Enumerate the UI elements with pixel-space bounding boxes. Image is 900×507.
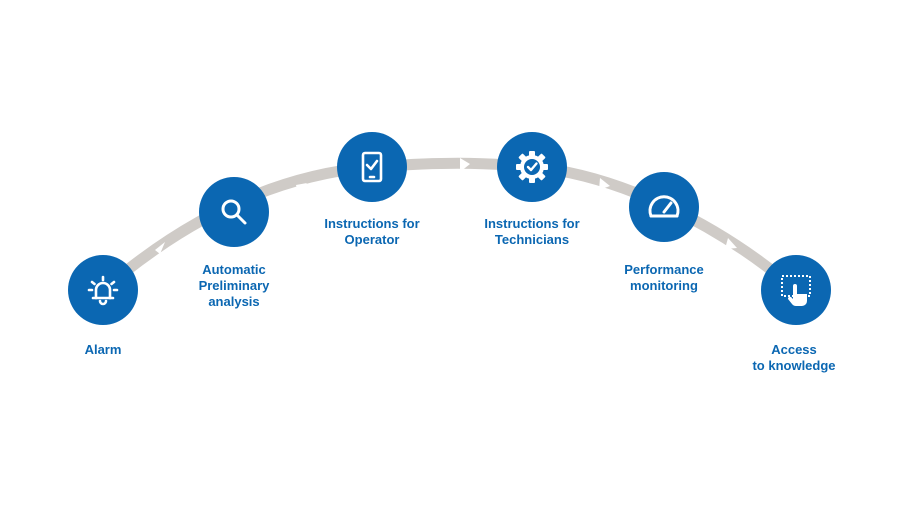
- arc-chevrons: [155, 158, 737, 254]
- step-technicians-node: [497, 132, 567, 202]
- step-knowledge-node: [761, 255, 831, 325]
- step-label-alarm: Alarm: [84, 342, 122, 357]
- step-analysis-node: [199, 177, 269, 247]
- step-label-performance: Performance monitoring: [624, 262, 704, 293]
- speedometer-icon: [648, 195, 680, 218]
- step-operator-node: [337, 132, 407, 202]
- tablet-check-icon: [361, 151, 383, 183]
- step-label-analysis: Automatic Preliminary analysis: [198, 262, 270, 309]
- step-alarm-node: [68, 255, 138, 325]
- touch-screen-icon: [781, 275, 811, 306]
- step-label-knowledge: Access to knowledge: [752, 342, 836, 373]
- step-label-operator: Instructions for Operator: [324, 216, 420, 247]
- magnifier-icon: [221, 199, 247, 225]
- step-label-technicians: Instructions for Technicians: [484, 216, 580, 247]
- alarm-bell-icon: [87, 275, 119, 306]
- gear-check-icon: [516, 151, 548, 183]
- step-performance-node: [629, 172, 699, 242]
